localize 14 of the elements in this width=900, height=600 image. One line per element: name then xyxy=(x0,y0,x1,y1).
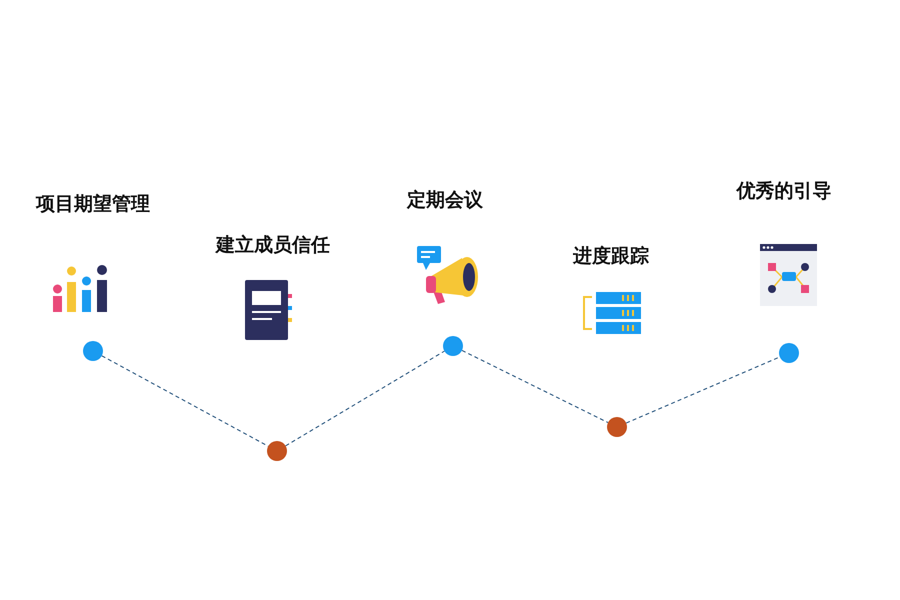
timeline-dot xyxy=(267,441,287,461)
step-title: 优秀的引导 xyxy=(736,179,832,204)
step-title: 项目期望管理 xyxy=(36,192,150,217)
dashed-connector xyxy=(626,356,780,424)
timeline-dot xyxy=(607,417,627,437)
step-title: 建立成员信任 xyxy=(216,233,330,258)
timeline-dot xyxy=(779,343,799,363)
dashed-connector xyxy=(461,350,609,424)
dashed-connector xyxy=(285,350,445,446)
timeline-dot xyxy=(443,336,463,356)
step-title: 进度跟踪 xyxy=(573,244,649,269)
step-title: 定期会议 xyxy=(407,188,483,213)
timeline-dot xyxy=(83,341,103,361)
dashed-connector xyxy=(101,355,269,447)
